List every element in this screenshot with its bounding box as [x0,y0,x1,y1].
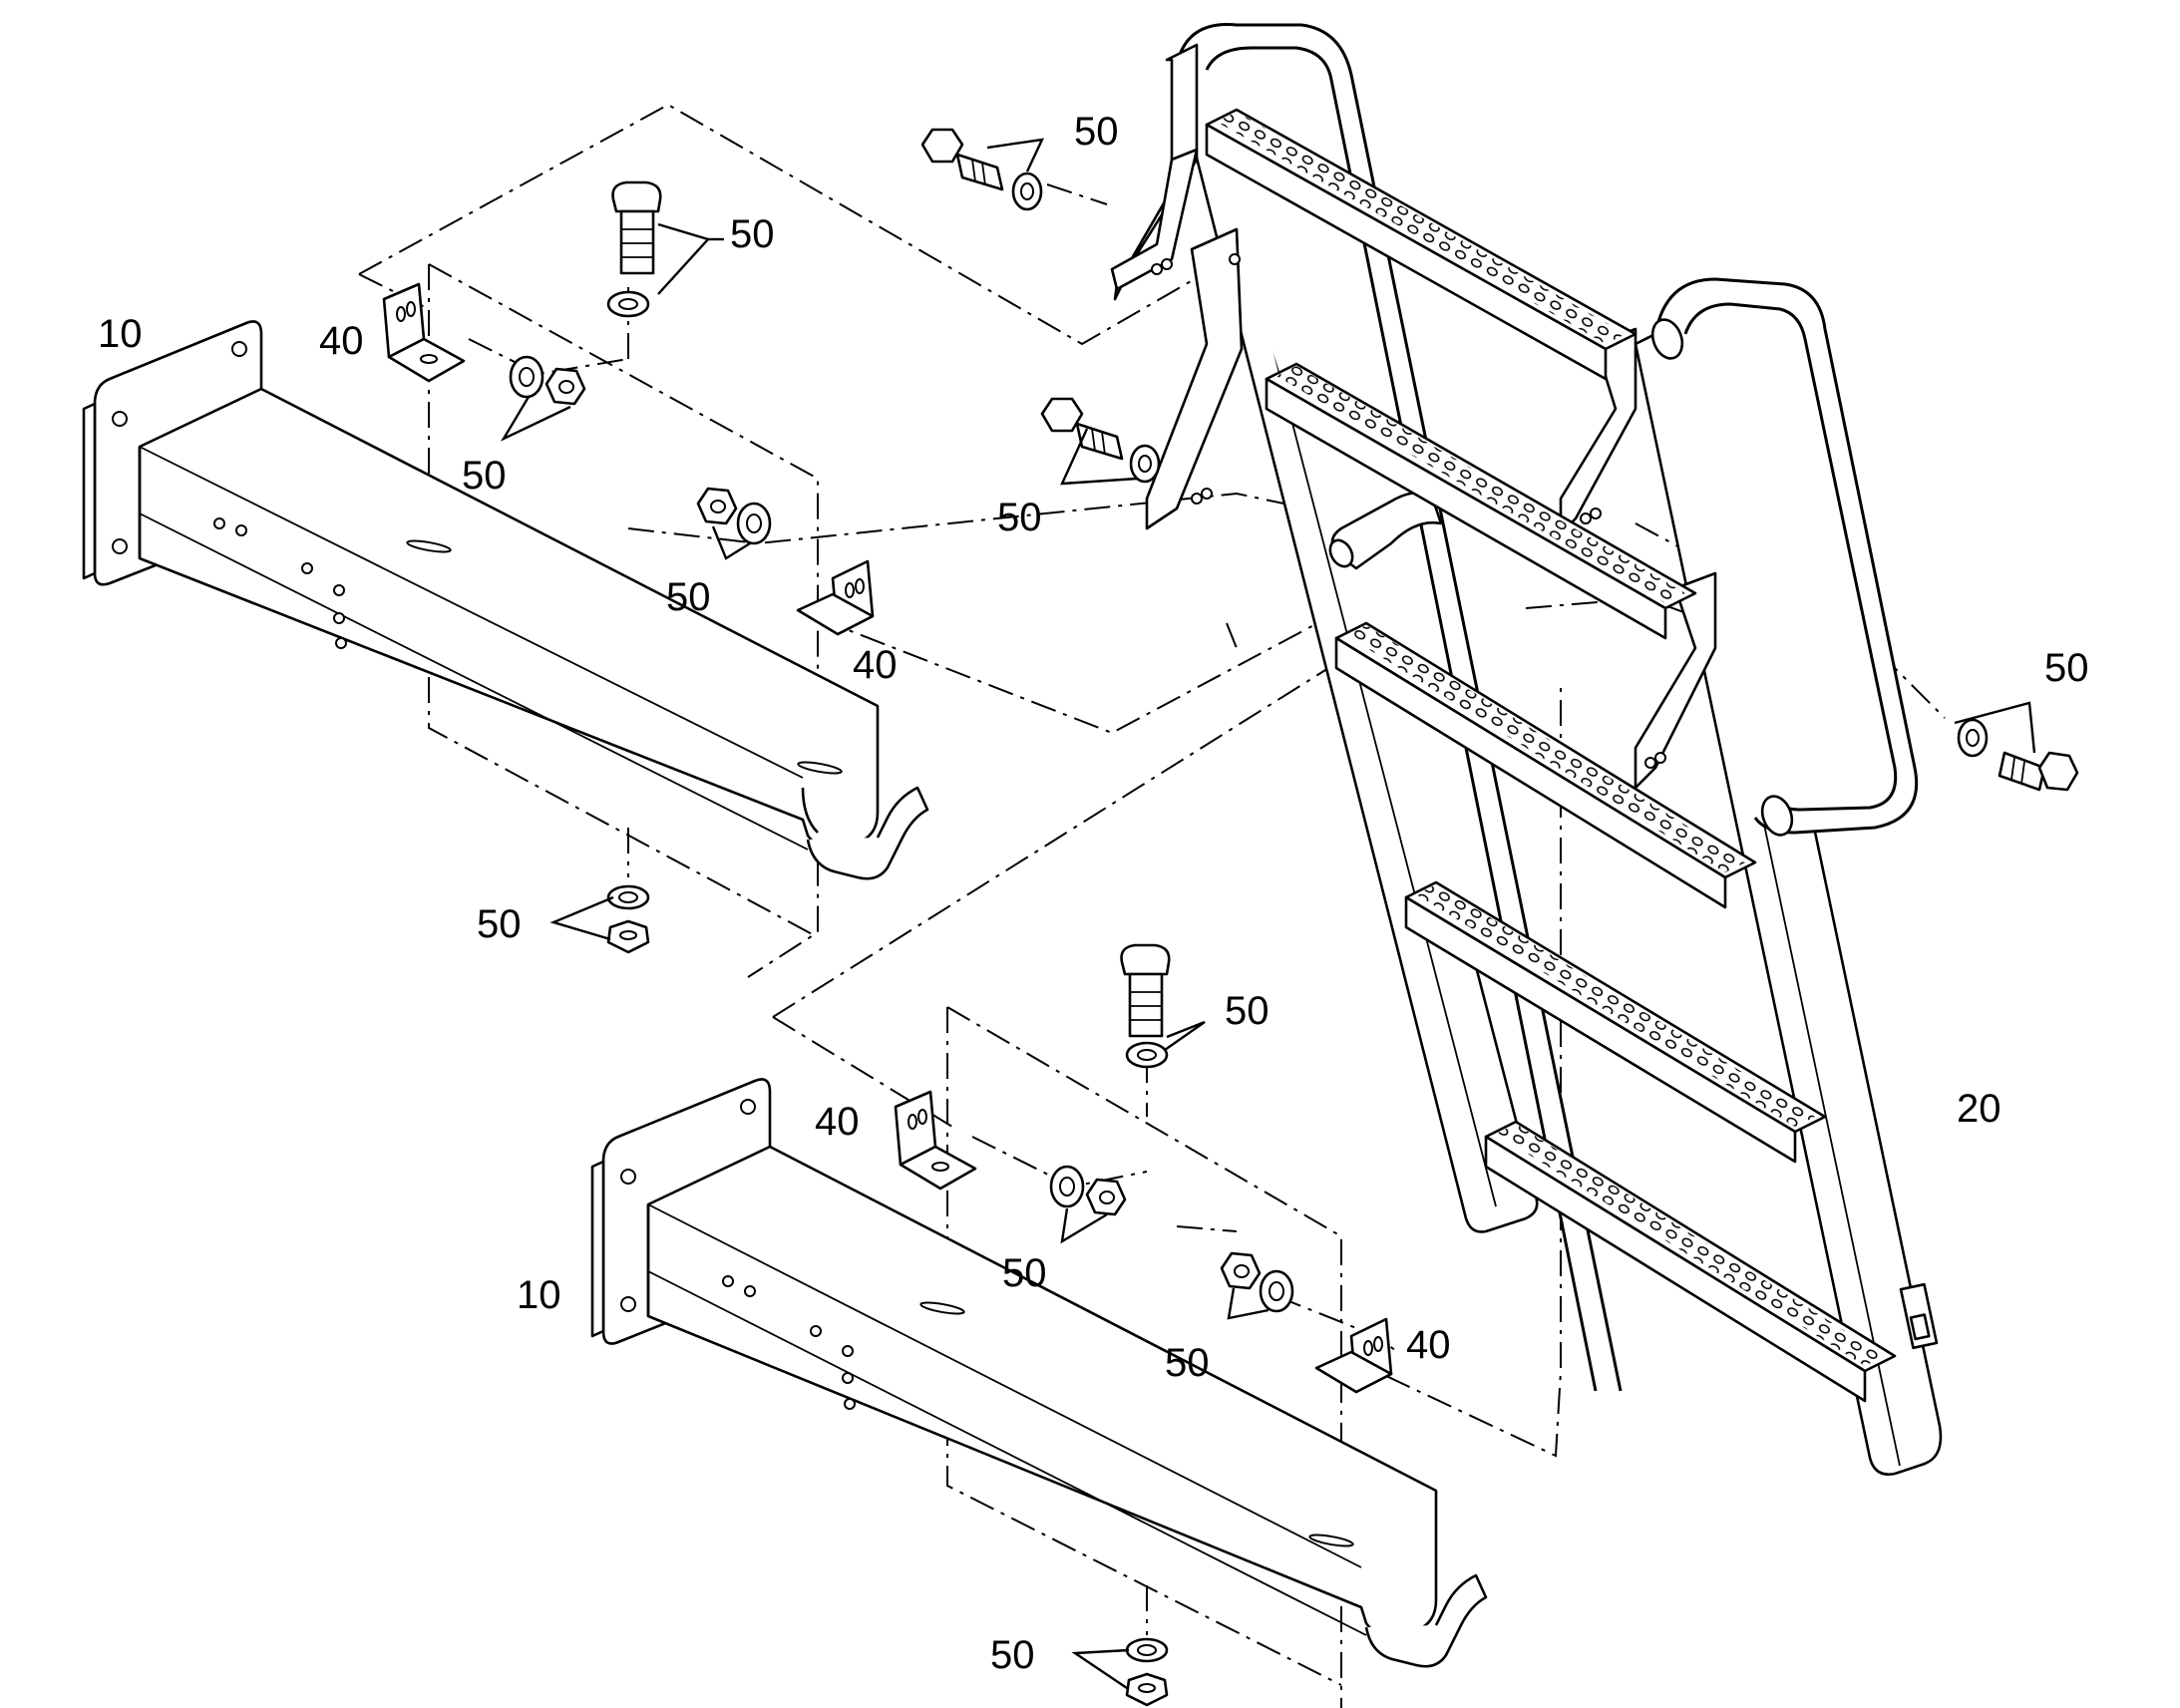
bracket-upper-right [796,559,875,636]
callout-40-lower-right: 40 [1406,1323,1451,1367]
callout-10-lower: 10 [517,1273,561,1317]
callout-20-ladder: 20 [1957,1087,2001,1131]
callout-50-upper-nut-washer: 50 [666,575,711,619]
washer-nut-upper-left [509,355,586,406]
callout-50-lower-washer-nut: 50 [1002,1251,1047,1295]
bolt-washer-ladder-top [920,128,1043,211]
callout-labels: 10 40 50 50 50 40 50 50 50 50 20 50 40 1… [98,110,2089,1677]
callout-50-upper-bottom: 50 [477,902,522,946]
nut-washer-lower-right [1220,1251,1294,1313]
leader-lines [500,138,2036,1689]
callout-10-upper: 10 [98,312,143,356]
callout-50-ladder-right: 50 [2044,646,2089,690]
callout-50-top-bolt: 50 [730,212,775,256]
bracket-lower-left [894,1090,977,1191]
washer-nut-lower-left [1049,1165,1127,1216]
lower-support-beam [590,1078,1488,1668]
callout-50-ladder-top: 50 [1074,110,1119,154]
bolt-top-beam [606,180,662,318]
washer-nut-bottom-upper [606,884,650,954]
callout-50-lower-top-bolt: 50 [1225,989,1270,1033]
bracket-lower-right [1314,1317,1393,1394]
bracket-upper-left [382,282,466,383]
nut-washer-upper-right [696,487,772,545]
bolt-top-lower-beam [1120,943,1171,1069]
washer-bolt-ladder-right [1957,718,2079,792]
ladder-step-3 [1334,621,1757,909]
ladder-assembly [1110,23,1943,1476]
callout-40-lower-left: 40 [815,1100,860,1144]
upper-support-beam [82,320,929,880]
callout-50-ladder-mid: 50 [997,496,1042,539]
ladder-step-4 [1404,880,1827,1164]
callout-50-upper-washer-nut: 50 [462,454,507,498]
callout-50-lower-bottom: 50 [990,1633,1035,1677]
ladder-step-1 [1205,108,1637,381]
washer-nut-bottom-lower [1125,1637,1169,1707]
ladder-step-2 [1265,362,1697,640]
callout-40-upper-left: 40 [319,319,364,363]
bolt-washer-ladder-mid [1040,397,1161,484]
callout-40-upper-right: 40 [853,643,898,687]
ladder-step-5 [1484,1120,1897,1403]
callout-50-lower-nut-washer: 50 [1165,1341,1210,1385]
